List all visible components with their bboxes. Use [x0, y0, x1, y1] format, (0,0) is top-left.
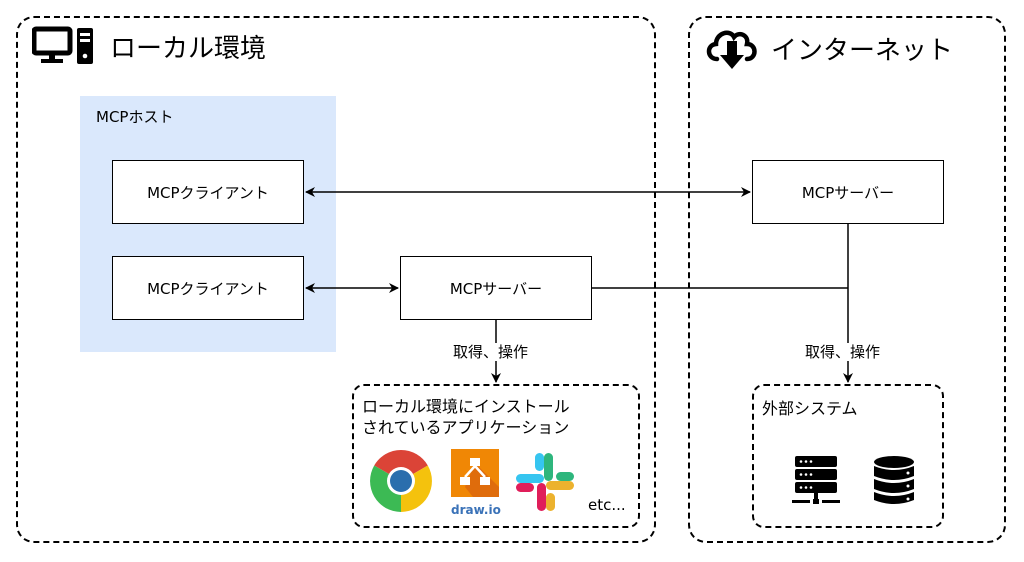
local-environment-header: ローカル環境	[32, 26, 266, 66]
database-icon	[874, 456, 914, 504]
installed-apps-title: ローカル環境にインストール されているアプリケーション	[362, 396, 570, 438]
edge-label-local: 取得、操作	[451, 343, 531, 361]
local-environment-group	[16, 16, 656, 543]
server-icon	[792, 456, 840, 504]
slack-icon	[516, 453, 574, 511]
external-system-group: 外部システム	[752, 384, 944, 528]
drawio-label: draw.io	[451, 503, 501, 517]
installed-apps-group: ローカル環境にインストール されているアプリケーション draw.io et	[352, 384, 640, 528]
desktop-computer-icon	[32, 26, 93, 64]
internet-title: インターネット	[771, 35, 954, 66]
mcp-host-label: MCPホスト	[96, 108, 174, 126]
local-environment-title: ローカル環境	[110, 33, 267, 64]
internet-group	[688, 16, 1006, 543]
edge-label-internet: 取得、操作	[803, 343, 883, 361]
drawio-app: draw.io	[451, 449, 501, 517]
mcp-server-local[interactable]: MCPサーバー	[400, 256, 592, 320]
drawio-icon	[451, 449, 499, 497]
mcp-client-2[interactable]: MCPクライアント	[112, 256, 304, 320]
installed-apps-title-line2: されているアプリケーション	[362, 418, 570, 437]
mcp-server-internet[interactable]: MCPサーバー	[752, 160, 944, 224]
chrome-icon	[370, 450, 432, 512]
installed-apps-title-line1: ローカル環境にインストール	[362, 397, 570, 416]
cloud-download-icon	[706, 30, 757, 69]
mcp-client-1[interactable]: MCPクライアント	[112, 160, 304, 224]
internet-header: インターネット	[703, 26, 953, 70]
etc-label: etc...	[588, 496, 626, 514]
external-system-title: 外部システム	[762, 399, 858, 418]
